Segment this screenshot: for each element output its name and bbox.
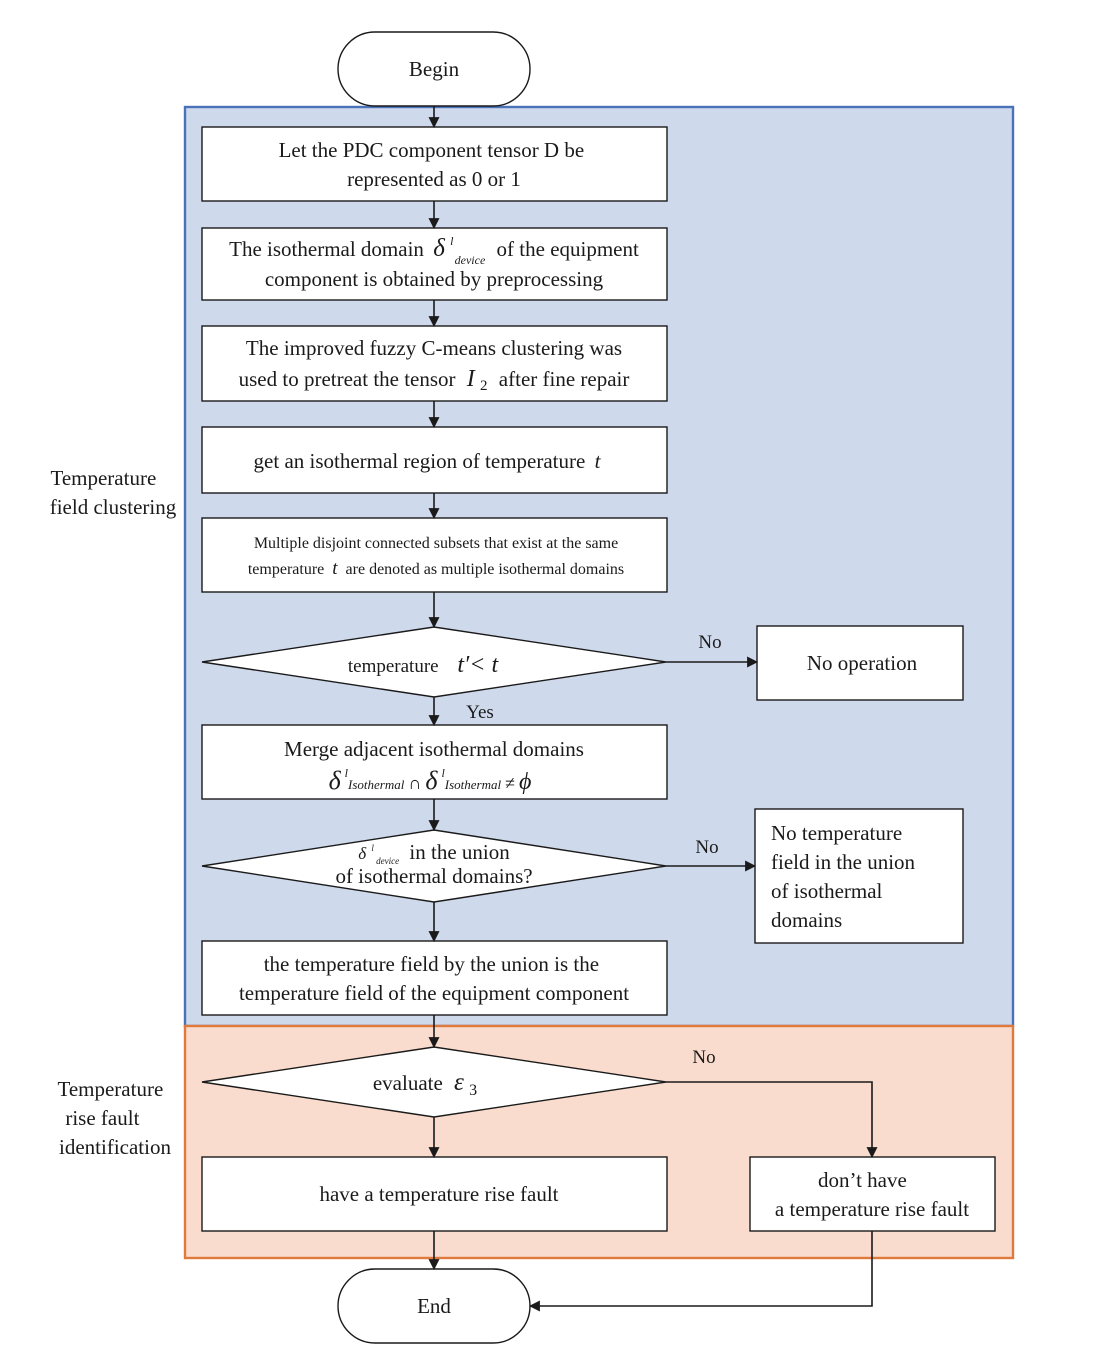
step-fcm-line2: used to pretreat the tensor I 2 after fi…	[239, 366, 630, 395]
step-merge-box	[201, 724, 668, 800]
decision-temperature-text: temperature t′< t	[348, 652, 500, 678]
step-fcm-box	[201, 325, 668, 402]
step-isothermal-region-text: get an isothermal region of temperature …	[254, 449, 602, 473]
step-subsets-box	[201, 517, 668, 593]
step-isothermal-domain-line1: The isothermal domain δ l device of the …	[229, 226, 639, 269]
fault-yes-text: have a temperature rise fault	[319, 1182, 558, 1206]
step-merge-line1: Merge adjacent isothermal domains	[284, 737, 584, 761]
step-isothermal-domain-line2: component is obtained by preprocessing	[265, 267, 604, 291]
fault-no-text: don’t have a temperature rise fault	[775, 1168, 969, 1221]
decision-evaluate-no-label: No	[692, 1047, 715, 1068]
fault-no-box	[749, 1156, 996, 1232]
decision-temperature-no-label: No	[698, 632, 721, 653]
step-isothermal-region-box	[201, 426, 668, 494]
step-subsets-line2: temperature t are denoted as multiple is…	[248, 558, 624, 579]
step-binarize-box	[201, 126, 668, 202]
arrow-fault-no-to-end	[528, 1231, 873, 1312]
step-subsets-line1: Multiple disjoint connected subsets that…	[254, 535, 618, 552]
fault-label: Temperature rise fault identification	[57, 1077, 171, 1159]
no-field-text: No temperature field in the union of iso…	[771, 821, 920, 932]
arrow-decision3-no	[666, 1081, 878, 1159]
step-merge-formula: δ l Isothermal ∩ δ l Isothermal ≠ ϕ	[329, 764, 532, 795]
step-union-field-box	[201, 940, 668, 1016]
decision-temperature-yes-label: Yes	[466, 702, 494, 723]
clustering-label: Temperature field clustering	[50, 466, 177, 519]
fault-yes-box	[201, 1156, 668, 1232]
begin-label: Begin	[409, 57, 460, 81]
step-union-field-text: the temperature field by the union is th…	[239, 952, 629, 1005]
no-operation-text: No operation	[807, 651, 918, 675]
step-binarize-text: Let the PDC component tensor D be repres…	[279, 138, 590, 191]
decision-evaluate-text: evaluate ε 3	[373, 1069, 477, 1099]
decision-union-no-label: No	[695, 837, 718, 858]
end-label: End	[417, 1294, 451, 1318]
decision-union-line1: δ l device in the union	[358, 832, 510, 869]
no-field-box	[754, 808, 964, 944]
step-fcm-line1: The improved fuzzy C-means clustering wa…	[246, 336, 622, 360]
decision-union-line2: of isothermal domains?	[335, 864, 532, 888]
